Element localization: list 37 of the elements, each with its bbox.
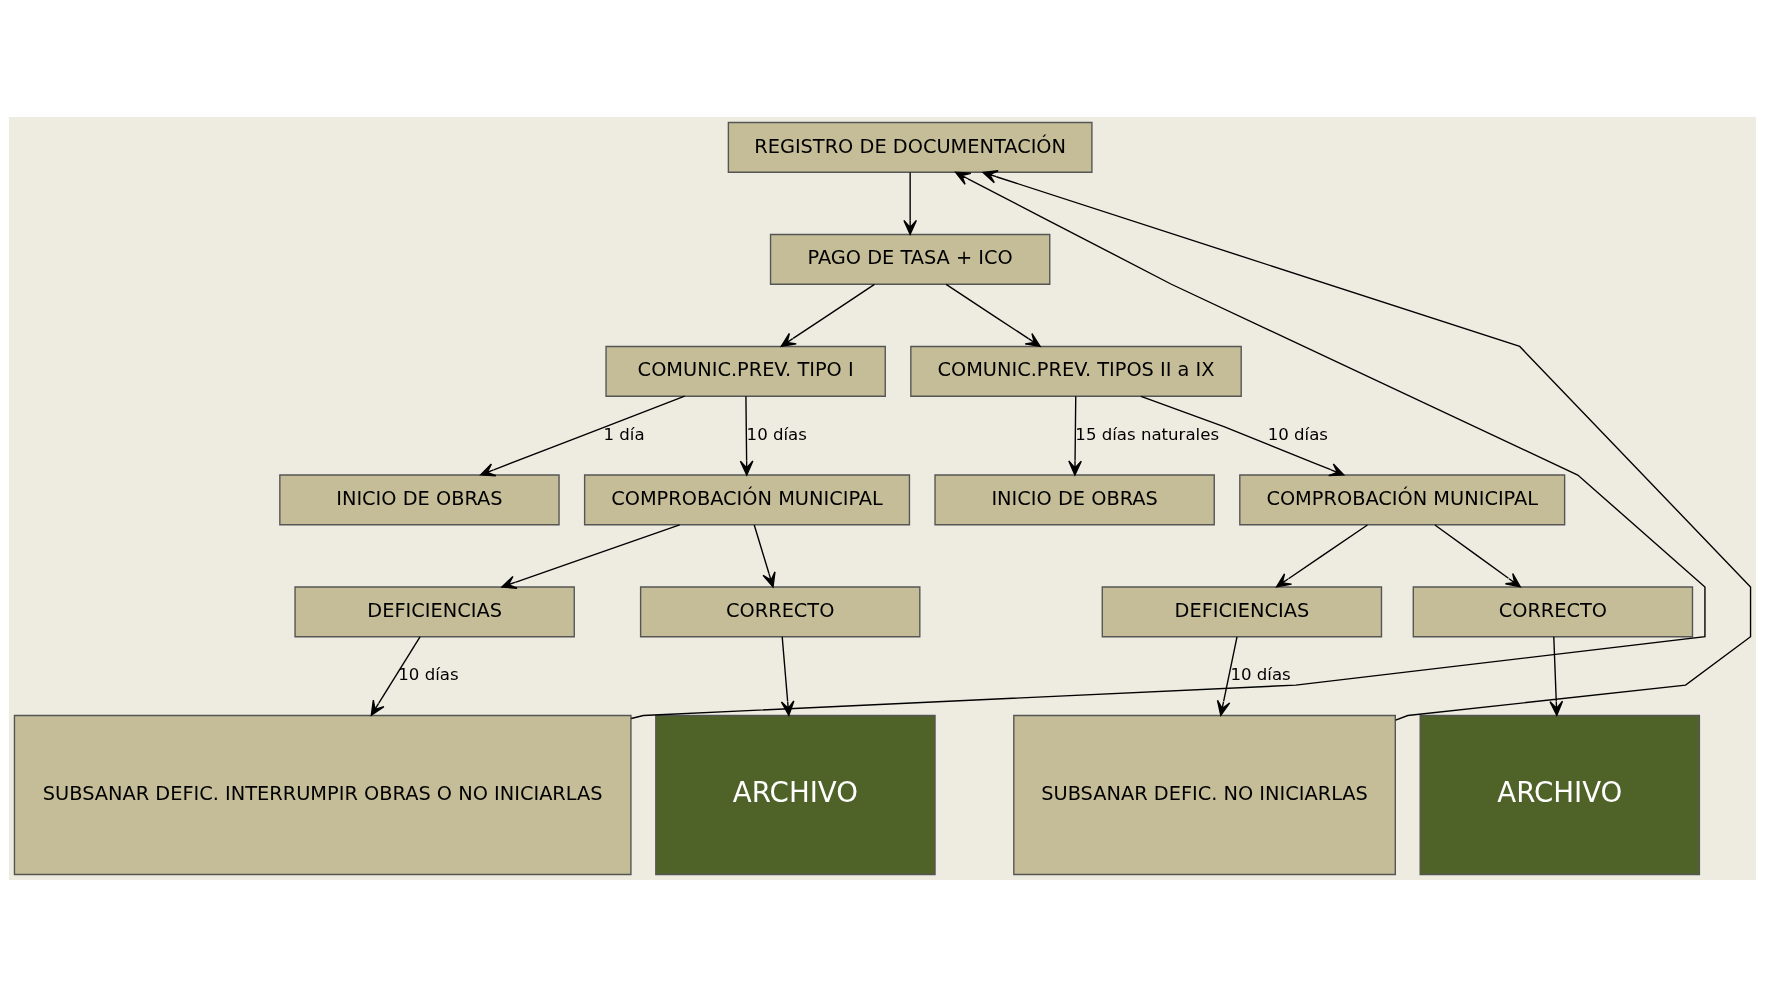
edge-label: 10 días <box>1230 664 1291 684</box>
node-box: PAGO DE TASA + ICO <box>769 233 1051 285</box>
edge-label: 10 días <box>746 424 807 444</box>
arrow <box>1549 635 1564 716</box>
arrow <box>903 171 918 235</box>
arrow <box>982 169 1752 721</box>
node-box: INICIO DE OBRAS <box>279 473 560 525</box>
arrow <box>1216 635 1238 716</box>
edge-label: 10 días <box>398 664 459 684</box>
node-box: REGISTRO DE DOCUMENTACIÓN <box>727 121 1093 173</box>
node-box: COMPROBACIÓN MUNICIPAL <box>583 473 911 525</box>
node-box: CORRECTO <box>1412 585 1694 637</box>
arrow <box>1275 523 1369 587</box>
edge-label: 10 días <box>1267 424 1329 444</box>
arrow <box>739 395 754 476</box>
edge-label: 15 días naturales <box>1075 424 1220 444</box>
node-box: INICIO DE OBRAS <box>934 473 1215 525</box>
arrow <box>1434 523 1521 587</box>
arrow <box>370 635 421 716</box>
arrow <box>945 283 1041 347</box>
arrow <box>1068 395 1082 476</box>
node-box: DEFICIENCIAS <box>294 585 575 637</box>
node-box: COMPROBACIÓN MUNICIPAL <box>1239 473 1566 525</box>
node-box: ARCHIVO <box>1419 714 1701 875</box>
node-box: DEFICIENCIAS <box>1101 585 1383 637</box>
node-box: CORRECTO <box>639 585 921 637</box>
arrow <box>753 523 776 587</box>
arrow <box>501 523 681 589</box>
edge-label: 1 día <box>603 424 645 444</box>
node-box: COMUNIC.PREV. TIPOS II a IX <box>910 345 1242 397</box>
node-box: SUBSANAR DEFIC. NO INICIARLAS <box>1013 714 1396 875</box>
node-box: ARCHIVO <box>655 714 936 875</box>
arrow <box>1140 395 1345 476</box>
node-box: SUBSANAR DEFIC. INTERRUMPIR OBRAS O NO INICIARLAS <box>13 714 632 875</box>
arrow <box>480 395 686 476</box>
node-box: COMUNIC.PREV. TIPO I <box>605 345 886 397</box>
arrow <box>780 283 876 347</box>
